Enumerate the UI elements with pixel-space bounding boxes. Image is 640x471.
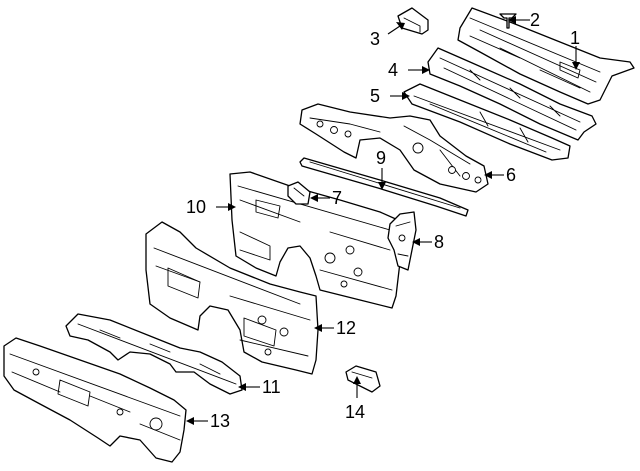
part-12-dash-insulator [145,221,319,375]
part-10-dash-panel [229,171,401,309]
part-13-lower-dash [3,337,187,463]
callout-labels: 1 2 3 4 5 6 7 8 9 10 11 12 13 14 [186,10,580,431]
part-4-cowl-grille [427,47,597,141]
callout-7: 7 [332,188,342,208]
part-7-bracket [287,181,311,205]
callout-2: 2 [530,10,540,30]
part-3-bracket [397,7,429,35]
callout-8: 8 [434,232,444,252]
part-1-cowl-panel [457,7,635,105]
part-14-bracket [345,365,381,393]
leader-lines [186,16,580,425]
part-5-lower-cowl [403,83,571,161]
callout-3: 3 [370,29,380,49]
part-11-lower-reinforcement [65,313,243,395]
callout-13: 13 [210,411,230,431]
part-8-bracket [387,211,417,271]
callout-11: 11 [262,377,281,397]
callout-1: 1 [570,28,580,48]
callout-14: 14 [345,402,365,422]
callout-9: 9 [376,148,386,168]
callout-5: 5 [370,86,380,106]
callout-12: 12 [336,318,356,338]
callout-6: 6 [506,165,516,185]
callout-10: 10 [186,197,206,217]
callout-4: 4 [388,60,398,80]
part-9-cross-bar [299,157,469,217]
part-6-dash-upper-panel [299,103,489,193]
part-2-clip [499,13,517,29]
